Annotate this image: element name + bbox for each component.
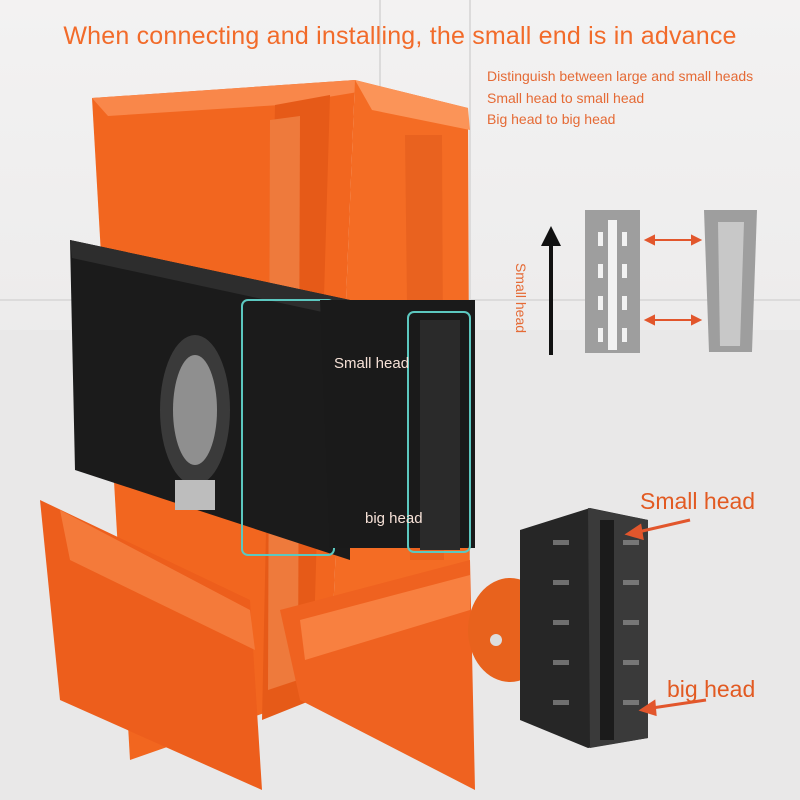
detached-locking-head: [468, 508, 707, 748]
left-locking-body: [70, 240, 350, 560]
note-line: Small head to small head: [487, 90, 645, 106]
big-head-label: big head: [365, 510, 423, 527]
small-head-label: Small head: [334, 355, 410, 372]
arrow-label: Small head: [513, 262, 529, 334]
direction-arrow-icon: [541, 226, 561, 355]
headline: When connecting and installing, the smal…: [63, 22, 737, 50]
middle-locking-body: [320, 300, 475, 553]
big-head-callout: big head: [667, 676, 756, 702]
small-head-callout: Small head: [640, 488, 756, 514]
head-comparison-diagram: [541, 210, 757, 355]
note-line: Big head to big head: [487, 111, 616, 127]
note-line: Distinguish between large and small head…: [487, 68, 754, 84]
